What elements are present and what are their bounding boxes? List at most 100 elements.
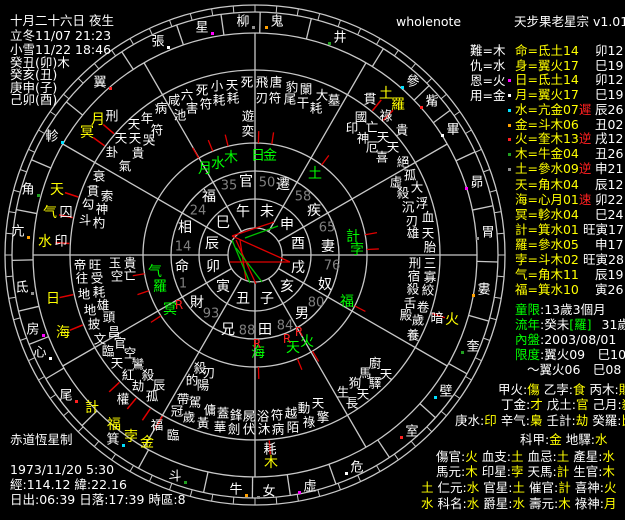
inner-planet-label: 福	[340, 294, 354, 310]
degree-tick	[465, 129, 472, 134]
degree-tick	[211, 494, 214, 502]
shensha-label: 華	[214, 420, 227, 435]
inner-planet-label: 計	[346, 229, 360, 245]
mansion-dot	[476, 237, 479, 240]
shensha-label: 官	[114, 336, 127, 351]
user-name: wholenote	[396, 14, 462, 29]
mansion-dot	[42, 334, 45, 337]
shensha-label: 祿	[303, 415, 316, 430]
mansion-divider	[328, 464, 337, 485]
gods-key: 天馬:	[527, 464, 557, 479]
gods-value: 金	[549, 432, 562, 447]
shensha-label: 病	[272, 422, 285, 437]
shensha-label: 貴	[396, 123, 409, 138]
shensha-label: 的	[186, 373, 199, 388]
mansion-divider	[31, 159, 52, 169]
age-limit-number: 58	[295, 190, 312, 205]
shensha-label: 符	[271, 408, 284, 423]
planet-tick	[58, 214, 73, 219]
shensha-label: 神	[357, 131, 370, 146]
star-palace: 巳19	[595, 87, 624, 103]
shensha-label: 符	[269, 91, 282, 106]
shensha-label: 刃	[256, 91, 269, 106]
palace-divider	[62, 143, 232, 243]
star-palace: 旺寅28	[583, 252, 624, 267]
mansion-label: 張	[151, 35, 164, 50]
degree-tick	[5, 275, 13, 278]
shensha-label: 刃	[203, 366, 216, 381]
star-palace: 丑02	[595, 116, 624, 132]
shensha-label: 歲	[412, 313, 425, 328]
outer-planet-label: 气	[43, 205, 57, 221]
gods-value: 官	[575, 397, 589, 412]
degree-tick	[232, 5, 235, 13]
degree-tick	[93, 63, 100, 70]
shensha-label: 地	[78, 287, 91, 302]
mansion-label: 鬼	[270, 14, 283, 30]
mansion-divider	[448, 362, 468, 375]
star-color-dot	[508, 94, 511, 98]
shensha-label: 雄	[97, 298, 110, 313]
degree-tick	[317, 489, 321, 497]
gods-key: 催官:	[528, 480, 559, 495]
degree-tick	[49, 111, 57, 117]
shensha-label: 廚	[369, 356, 382, 371]
shensha-label: 空	[124, 346, 137, 361]
degree-tick	[148, 475, 153, 482]
star-position: 身=翼火17	[515, 57, 579, 73]
shensha-label: 血	[422, 210, 435, 225]
mansion-label: 井	[333, 31, 346, 46]
gods-row: 庚水:印辛气:梟壬計:劫癸羅:比	[455, 414, 625, 428]
inner-planet-label: 海	[251, 345, 265, 361]
outer-planet-label: 羅	[391, 97, 405, 113]
degree-tick	[77, 426, 84, 433]
palace-divider	[143, 62, 243, 232]
degree-tick	[28, 357, 35, 362]
outer-planet-label: 水	[38, 234, 52, 250]
shensha-label: 小	[211, 79, 224, 94]
gods-value: 火	[603, 480, 617, 495]
star-position-row: 日=氐土14	[515, 73, 579, 87]
gods-value: 殺	[622, 397, 625, 412]
limit-degree: 限度:翼火09 巳10	[515, 348, 625, 362]
mansion-dot	[184, 481, 187, 484]
outer-planet-label: 海	[56, 325, 70, 341]
shensha-label: 符	[200, 97, 213, 112]
star-color-dot	[508, 108, 511, 112]
mansion-divider	[28, 336, 49, 346]
inner-planet-label: 金	[263, 148, 277, 164]
shensha-label: 貴	[132, 146, 145, 161]
mansion-divider	[413, 85, 430, 101]
planet-tick	[59, 293, 74, 299]
house-label: 奴	[318, 276, 332, 293]
shensha-label: 浮	[416, 196, 429, 211]
degree-tick	[489, 189, 497, 193]
star-palace: 卯22	[595, 192, 624, 207]
mansion-label: 氐	[15, 281, 28, 296]
shensha-label: 杓	[93, 216, 106, 231]
star-color-dot	[508, 167, 511, 171]
shensha-label: 天	[422, 226, 435, 241]
shensha-label: 擎	[317, 410, 330, 425]
shensha-label: 生	[337, 385, 350, 400]
mansion-divider	[137, 449, 150, 469]
gods-value: 孛	[510, 464, 524, 479]
mansion-label: 胃	[481, 226, 494, 241]
shensha-label: 權	[117, 392, 130, 407]
planet-tick	[92, 136, 105, 147]
shensha-label: 殺	[194, 361, 207, 376]
shensha-label: 神	[96, 202, 109, 217]
aspect-line	[239, 239, 247, 281]
planet-tick	[382, 109, 394, 121]
mansion-divider	[472, 205, 494, 211]
outer-planet-label: 福	[107, 417, 121, 433]
limit-degree-label: 限度	[515, 347, 541, 362]
degree-tick	[148, 28, 153, 35]
aspect-line	[244, 225, 279, 239]
limit-degree-end: ～翼火06 巳08	[527, 362, 622, 377]
mansion-dot	[109, 87, 112, 90]
birth-datetime: 1973/11/20 5:30	[10, 462, 115, 477]
inner-chart-date: :2003/08/01	[540, 332, 617, 347]
shensha-label: 寡	[424, 270, 437, 285]
house-label: 財	[190, 295, 204, 311]
